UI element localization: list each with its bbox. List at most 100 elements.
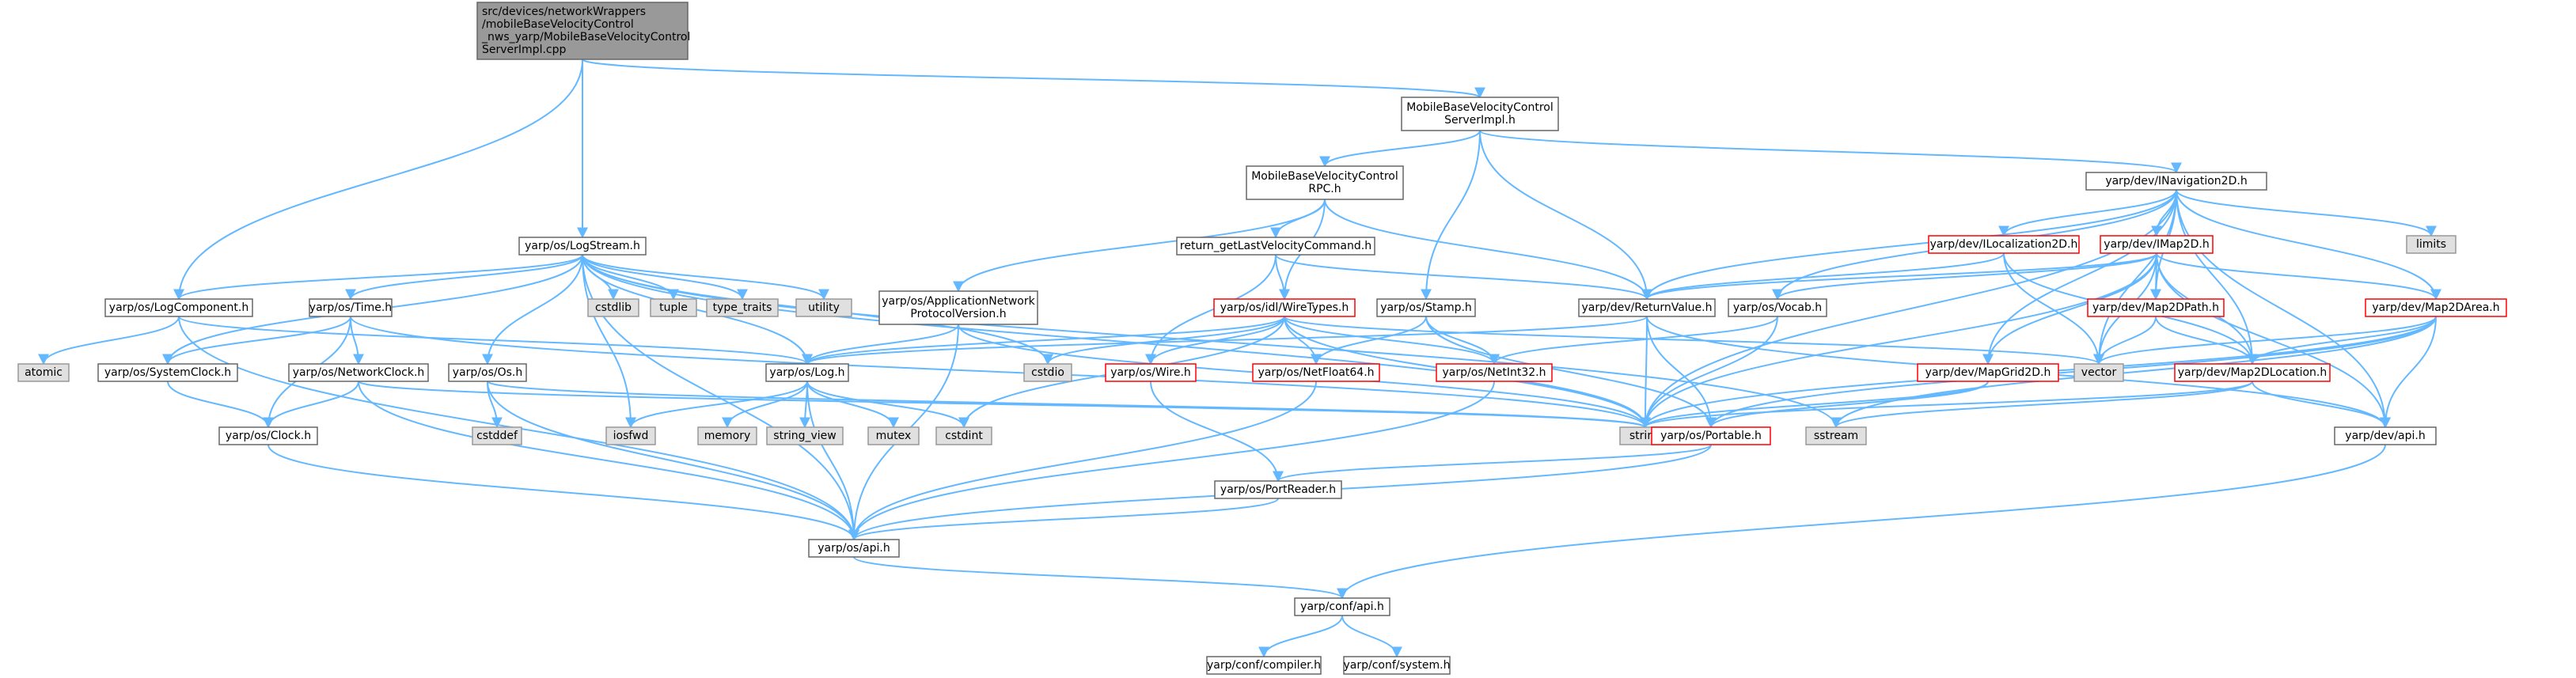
node-vector[interactable]: vector — [2073, 363, 2124, 382]
edge-time_h-to-systemclock_h — [162, 316, 351, 366]
node-dev_api_h[interactable]: yarp/dev/api.h — [2334, 426, 2437, 445]
node-mutex[interactable]: mutex — [867, 426, 920, 445]
node-label-type_traits: type_traits — [713, 301, 772, 314]
node-stamp_h[interactable]: yarp/os/Stamp.h — [1376, 298, 1476, 317]
node-wire_h[interactable]: yarp/os/Wire.h — [1105, 363, 1197, 382]
node-appnetproto_h[interactable]: yarp/os/ApplicationNetworkProtocolVersio… — [878, 290, 1038, 325]
node-limits[interactable]: limits — [2406, 235, 2456, 254]
edge-clock_h-to-os_api_h — [267, 444, 859, 541]
node-netfloat64_h[interactable]: yarp/os/NetFloat64.h — [1252, 363, 1380, 382]
node-cstdio[interactable]: cstdio — [1023, 363, 1072, 382]
node-box-wiretypes_h — [1213, 298, 1356, 317]
node-box-time_h — [309, 298, 393, 317]
node-ilocalization2d_h[interactable]: yarp/dev/ILocalization2D.h — [1928, 235, 2080, 254]
node-conf_api_h[interactable]: yarp/conf/api.h — [1294, 597, 1390, 616]
node-label-systemclock_h: yarp/os/SystemClock.h — [104, 366, 231, 379]
node-type_traits[interactable]: type_traits — [706, 298, 779, 317]
node-portreader_h[interactable]: yarp/os/PortReader.h — [1214, 480, 1342, 499]
node-systemclock_h[interactable]: yarp/os/SystemClock.h — [97, 363, 238, 382]
node-label-portreader_h: yarp/os/PortReader.h — [1220, 483, 1336, 496]
node-tuple[interactable]: tuple — [650, 298, 697, 317]
node-label-portable_h: yarp/os/Portable.h — [1660, 430, 1762, 442]
node-memory[interactable]: memory — [697, 426, 757, 445]
node-label-return_getlastvel_h: return_getLastVelocityCommand.h — [1180, 240, 1371, 252]
node-atomic[interactable]: atomic — [17, 363, 70, 382]
node-iosfwd[interactable]: iosfwd — [605, 426, 656, 445]
node-os_api_h[interactable]: yarp/os/api.h — [808, 539, 900, 558]
node-logcomponent_h[interactable]: yarp/os/LogComponent.h — [104, 298, 253, 317]
edge-inavigation2d_h-to-mapgrid2d_h — [1982, 189, 2177, 366]
edge-inavigation2d_h-to-map2dlocation_h — [2176, 189, 2258, 366]
node-box-stamp_h — [1376, 298, 1476, 317]
node-label-logcomponent_h: yarp/os/LogComponent.h — [109, 301, 248, 314]
edge-map2darea_h-to-vector — [2093, 316, 2437, 366]
edge-returnvalue_h-to-log_h — [802, 316, 1648, 366]
node-conf_system_h[interactable]: yarp/conf/system.h — [1343, 656, 1451, 675]
node-conf_compiler_h[interactable]: yarp/conf/compiler.h — [1206, 656, 1322, 675]
node-label-root: src/devices/networkWrappers — [482, 6, 646, 18]
node-sstream[interactable]: sstream — [1805, 426, 1867, 445]
node-return_getlastvel_h[interactable]: return_getLastVelocityCommand.h — [1176, 237, 1375, 256]
node-map2darea_h[interactable]: yarp/dev/Map2DArea.h — [2365, 298, 2507, 317]
node-netint32_h[interactable]: yarp/os/NetInt32.h — [1436, 363, 1553, 382]
node-time_h[interactable]: yarp/os/Time.h — [309, 298, 393, 317]
node-utility[interactable]: utility — [795, 298, 852, 317]
edge-logstream_h-to-type_traits — [582, 254, 748, 301]
edge-mbvc_rpc_h-to-returnvalue_h — [1324, 199, 1652, 301]
node-box-mbvc_rpc_h — [1246, 165, 1404, 200]
node-wiretypes_h[interactable]: yarp/os/idl/WireTypes.h — [1213, 298, 1356, 317]
node-inavigation2d_h[interactable]: yarp/dev/INavigation2D.h — [2085, 172, 2267, 191]
edge-conf_api_h-to-conf_compiler_h — [1258, 615, 1343, 658]
edge-networkclock_h-to-clock_h — [263, 381, 359, 429]
node-logstream_h[interactable]: yarp/os/LogStream.h — [518, 237, 647, 256]
node-box-conf_api_h — [1294, 597, 1390, 616]
edge-os_api_h-to-conf_api_h — [853, 556, 1348, 600]
edge-log_h-to-memory — [722, 381, 808, 429]
node-box-cstdint — [935, 426, 992, 445]
node-map2dlocation_h[interactable]: yarp/dev/Map2DLocation.h — [2174, 363, 2331, 382]
node-portable_h[interactable]: yarp/os/Portable.h — [1651, 426, 1771, 445]
node-box-wire_h — [1105, 363, 1197, 382]
node-box-root — [476, 2, 689, 60]
node-box-map2dlocation_h — [2174, 363, 2331, 382]
edge-logcomponent_h-to-log_h — [178, 316, 813, 366]
edge-mbvc_serverimpl_h-to-stamp_h — [1421, 130, 1481, 301]
edge-inavigation2d_h-to-map2darea_h — [2176, 189, 2441, 301]
node-label-atomic: atomic — [25, 366, 63, 379]
node-returnvalue_h[interactable]: yarp/dev/ReturnValue.h — [1578, 298, 1716, 317]
node-cstddef[interactable]: cstddef — [472, 426, 522, 445]
node-networkclock_h[interactable]: yarp/os/NetworkClock.h — [288, 363, 429, 382]
node-label-mapgrid2d_h: yarp/dev/MapGrid2D.h — [1925, 366, 2051, 379]
node-cstdint[interactable]: cstdint — [935, 426, 992, 445]
node-box-sstream — [1805, 426, 1867, 445]
node-mapgrid2d_h[interactable]: yarp/dev/MapGrid2D.h — [1917, 363, 2059, 382]
node-vocab_h[interactable]: yarp/os/Vocab.h — [1728, 298, 1827, 317]
edge-returnvalue_h-to-portable_h — [1646, 316, 1717, 429]
edge-stamp_h-to-netfloat64_h — [1311, 316, 1427, 366]
edge-return_getlastvel_h-to-wire_h — [1145, 254, 1277, 366]
edge-log_h-to-cstdint — [806, 381, 969, 429]
node-imap2d_h[interactable]: yarp/dev/IMap2D.h — [2100, 235, 2214, 254]
node-box-dev_api_h — [2334, 426, 2437, 445]
node-log_h[interactable]: yarp/os/Log.h — [765, 363, 849, 382]
edge-portreader_h-to-os_api_h — [848, 498, 1279, 541]
edge-mbvc_serverimpl_h-to-mbvc_rpc_h — [1319, 130, 1481, 168]
node-root[interactable]: src/devices/networkWrappers/mobileBaseVe… — [476, 2, 690, 60]
node-string_view[interactable]: string_view — [766, 426, 844, 445]
node-cstdlib[interactable]: cstdlib — [587, 298, 639, 317]
edge-map2darea_h-to-portable_h — [1705, 316, 2437, 429]
node-os_h[interactable]: yarp/os/Os.h — [448, 363, 527, 382]
edge-mbvc_rpc_h-to-appnetproto_h — [953, 199, 1326, 293]
edge-os_h-to-os_api_h — [487, 381, 859, 541]
node-box-conf_compiler_h — [1206, 656, 1322, 675]
nodes-layer: src/devices/networkWrappers/mobileBaseVe… — [17, 2, 2507, 675]
node-box-imap2d_h — [2100, 235, 2214, 254]
node-box-os_api_h — [808, 539, 900, 558]
node-clock_h[interactable]: yarp/os/Clock.h — [218, 426, 318, 445]
node-map2dpath_h[interactable]: yarp/dev/Map2DPath.h — [2087, 298, 2225, 317]
node-label-limits: limits — [2416, 238, 2446, 251]
node-box-vocab_h — [1728, 298, 1827, 317]
